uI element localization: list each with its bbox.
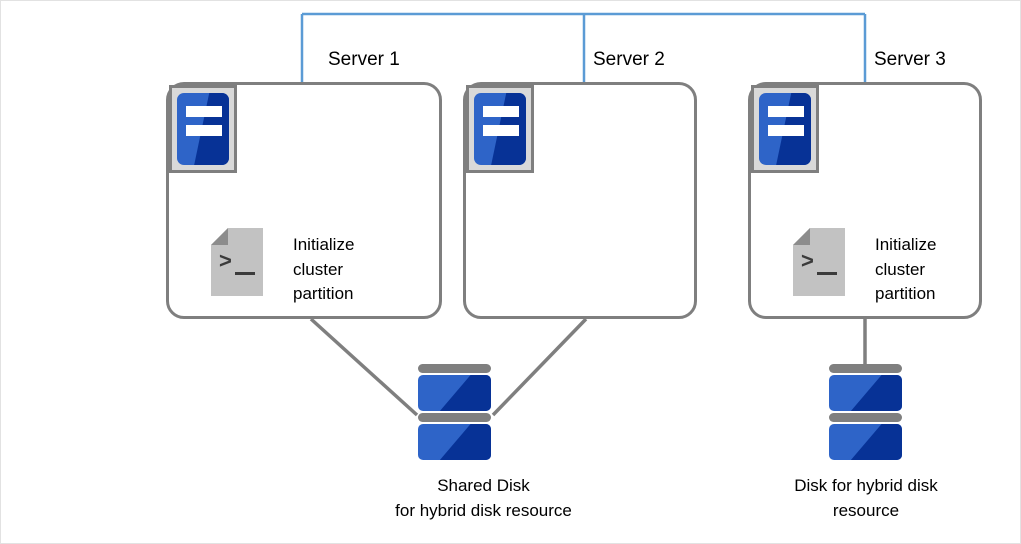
server-icon-body (177, 93, 229, 165)
server-label-1: Server 1 (328, 49, 400, 70)
server-icon-bar-bottom (483, 125, 519, 136)
disk-icon[interactable] (418, 364, 491, 460)
script-icon: > (211, 228, 263, 296)
disk-bar-top (829, 364, 902, 373)
network-interconnect-line (300, 12, 867, 82)
server-icon (751, 85, 819, 173)
script-fold-corner (211, 228, 228, 245)
server-label-2: Server 2 (593, 49, 665, 70)
script-icon: > (793, 228, 845, 296)
server-icon-body (759, 93, 811, 165)
server-icon-body (474, 93, 526, 165)
disk-connector-lines (309, 317, 867, 417)
script-underscore-glyph (817, 272, 837, 275)
server-icon-bar-bottom (768, 125, 804, 136)
disk-icon[interactable] (829, 364, 902, 460)
server-1-script-caption: Initialize cluster partition (293, 235, 355, 304)
server-3-script-caption: Initialize cluster partition (875, 235, 937, 304)
disk-bar-top (418, 364, 491, 373)
server-icon (466, 85, 534, 173)
server-icon-bar-bottom (186, 125, 222, 136)
disk-platter-top (829, 375, 902, 411)
server-icon-bar-top (186, 106, 222, 117)
script-fold-corner (793, 228, 810, 245)
disk-bar-middle (829, 413, 902, 422)
disk-platter-bottom (418, 424, 491, 460)
server-icon (169, 85, 237, 173)
script-underscore-glyph (235, 272, 255, 275)
disk-bar-middle (418, 413, 491, 422)
script-prompt-glyph: > (219, 248, 232, 273)
shared-disk-caption: Shared Disk for hybrid disk resource (395, 476, 572, 520)
script-prompt-glyph: > (801, 248, 814, 273)
disk-platter-top (418, 375, 491, 411)
server-label-3: Server 3 (874, 49, 946, 70)
disk-platter-bottom (829, 424, 902, 460)
server-icon-bar-top (768, 106, 804, 117)
server-box-1[interactable]: > Initialize cluster partition (166, 82, 442, 319)
local-disk-caption: Disk for hybrid disk resource (794, 476, 938, 520)
server-icon-bar-top (483, 106, 519, 117)
